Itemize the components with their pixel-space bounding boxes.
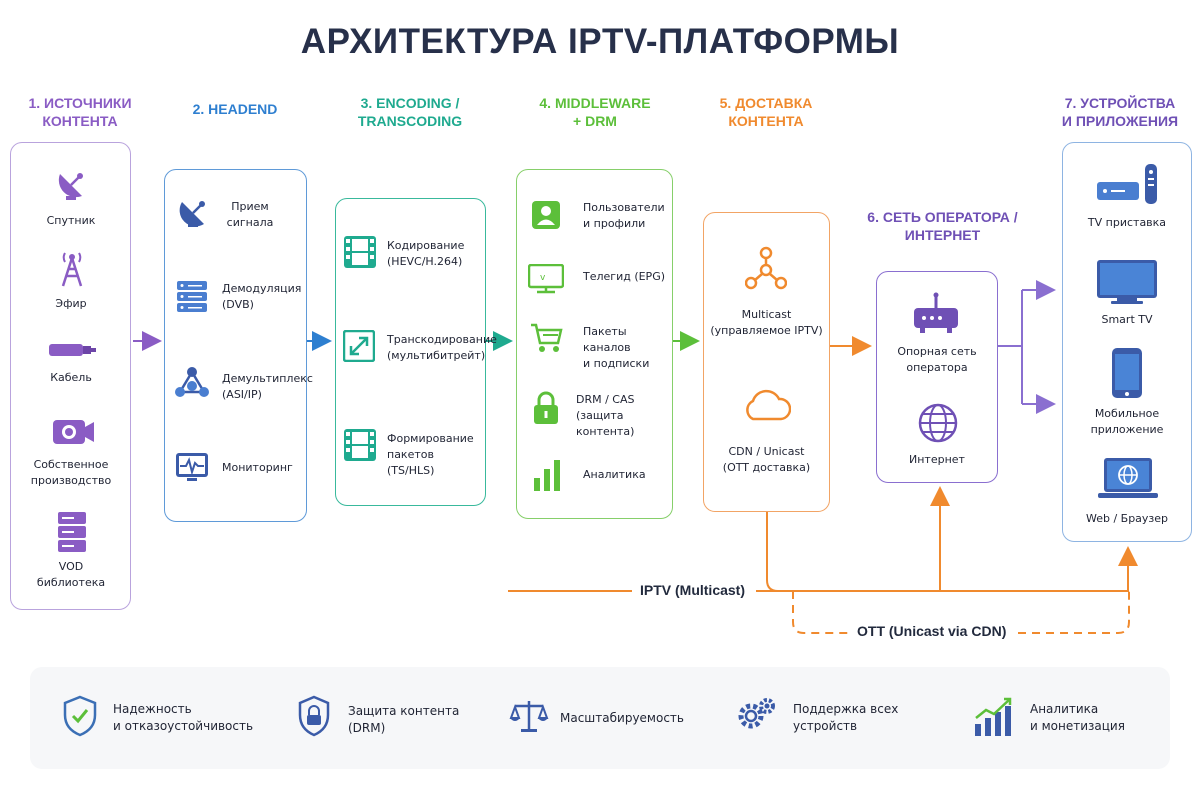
ott-line-left xyxy=(792,591,848,634)
set-top-box-icon xyxy=(1095,160,1163,208)
encoding-label-transcoding: Транскодирование (мультибитрейт) xyxy=(387,333,497,362)
middleware-label-epg: Телегид (EPG) xyxy=(583,270,666,283)
operator-label-backbone: Опорная сеть оператора xyxy=(897,345,977,374)
source-label-cable: Кабель xyxy=(50,371,92,384)
column-title-headend: 2. HEADEND xyxy=(192,101,278,117)
source-label-terrestrial: Эфир xyxy=(55,297,87,310)
lock-icon xyxy=(533,391,559,425)
feature-label-device-support: Поддержка всех устройств xyxy=(793,702,899,733)
column-title-delivery: 5. ДОСТАВКА КОНТЕНТА xyxy=(719,95,813,129)
headend-label-demux: Демультиплекс (ASI/IP) xyxy=(222,372,313,401)
column-title-operator: 6. СЕТЬ ОПЕРАТОРА / ИНТЕРНЕТ xyxy=(867,209,1018,243)
shopping-cart-icon xyxy=(529,321,563,355)
svg-text:v: v xyxy=(540,273,546,283)
server-rack-icon xyxy=(176,280,208,314)
headend-label-monitoring: Мониторинг xyxy=(222,461,293,474)
device-label-stb: TV приставка xyxy=(1087,216,1167,229)
film-icon xyxy=(343,428,377,462)
encoding-label-packaging: Формирование пакетов (TS/HLS) xyxy=(387,432,474,477)
middleware-label-packages: Пакеты каналов и подписки xyxy=(583,325,650,370)
globe-icon xyxy=(917,402,959,444)
cloud-icon xyxy=(741,388,791,422)
router-icon xyxy=(912,292,960,334)
middleware-label-drm: DRM / CAS (защита контента) xyxy=(576,393,635,438)
source-label-own-production: Собственное производство xyxy=(30,458,112,487)
server-icon xyxy=(56,510,88,554)
satellite-dish-icon xyxy=(176,194,212,230)
headend-label-demodulation: Демодуляция (DVB) xyxy=(222,282,302,311)
network-nodes-icon xyxy=(172,364,212,400)
device-label-mobile: Мобильное приложение xyxy=(1090,407,1164,436)
feature-label-reliability: Надежность и отказоустойчивость xyxy=(113,702,254,733)
bracket-operator-devices xyxy=(998,289,1050,405)
antenna-tower-icon xyxy=(57,250,87,288)
column-title-sources: 1. ИСТОЧНИКИ КОНТЕНТА xyxy=(28,95,132,129)
ott-line-right xyxy=(1018,591,1130,634)
tv-guide-icon: v xyxy=(528,264,564,294)
column-title-devices: 7. УСТРОЙСТВА И ПРИЛОЖЕНИЯ xyxy=(1061,95,1179,129)
encoding-label-coding: Кодирование (HEVC/H.264) xyxy=(387,239,465,268)
source-label-satellite: Спутник xyxy=(46,214,96,227)
delivery-label-multicast: Multicast (управляемое IPTV) xyxy=(710,308,823,337)
cable-icon xyxy=(47,338,97,360)
feature-label-content-protection: Защита контента (DRM) xyxy=(348,704,460,735)
film-icon xyxy=(343,235,377,269)
multicast-nodes-icon xyxy=(745,246,787,290)
device-label-smart-tv: Smart TV xyxy=(1101,313,1153,326)
iptv-flow-label: IPTV (Multicast) xyxy=(632,582,754,598)
features-bar xyxy=(30,667,1170,769)
expand-arrows-icon xyxy=(343,330,375,362)
feature-label-scalability: Масштабируемость xyxy=(560,711,684,725)
gears-icon xyxy=(734,694,778,738)
middleware-label-users: Пользователи и профили xyxy=(583,201,665,230)
middleware-label-analytics: Аналитика xyxy=(583,468,646,481)
shield-check-icon xyxy=(62,695,98,737)
source-label-vod: VOD библиотека xyxy=(36,560,106,589)
user-profile-icon xyxy=(531,200,561,230)
bar-chart-icon xyxy=(533,458,561,492)
column-title-encoding: 3. ENCODING / TRANSCODING xyxy=(357,95,463,129)
delivery-label-cdn: CDN / Unicast (OTT доставка) xyxy=(722,445,811,474)
smart-tv-icon xyxy=(1095,258,1159,306)
scales-icon xyxy=(509,698,549,734)
device-label-web: Web / Браузер xyxy=(1085,512,1169,525)
monitor-waveform-icon xyxy=(175,452,209,482)
feature-label-analytics: Аналитика и монетизация xyxy=(1030,702,1125,733)
growth-chart-icon xyxy=(972,696,1016,738)
camera-icon xyxy=(51,414,95,448)
page-title: АРХИТЕКТУРА IPTV-ПЛАТФОРМЫ xyxy=(300,22,900,61)
column-title-middleware: 4. MIDDLEWARE + DRM xyxy=(539,95,651,129)
smartphone-icon xyxy=(1110,347,1144,399)
ott-flow-label: OTT (Unicast via CDN) xyxy=(849,623,1015,639)
operator-label-internet: Интернет xyxy=(909,453,965,466)
satellite-dish-icon xyxy=(52,166,90,204)
shield-lock-icon xyxy=(297,695,331,737)
delivery-drop-line xyxy=(766,512,779,592)
headend-label-reception: Прием сигнала xyxy=(226,200,274,229)
laptop-globe-icon xyxy=(1096,456,1160,502)
iptv-line-right xyxy=(756,546,1138,592)
